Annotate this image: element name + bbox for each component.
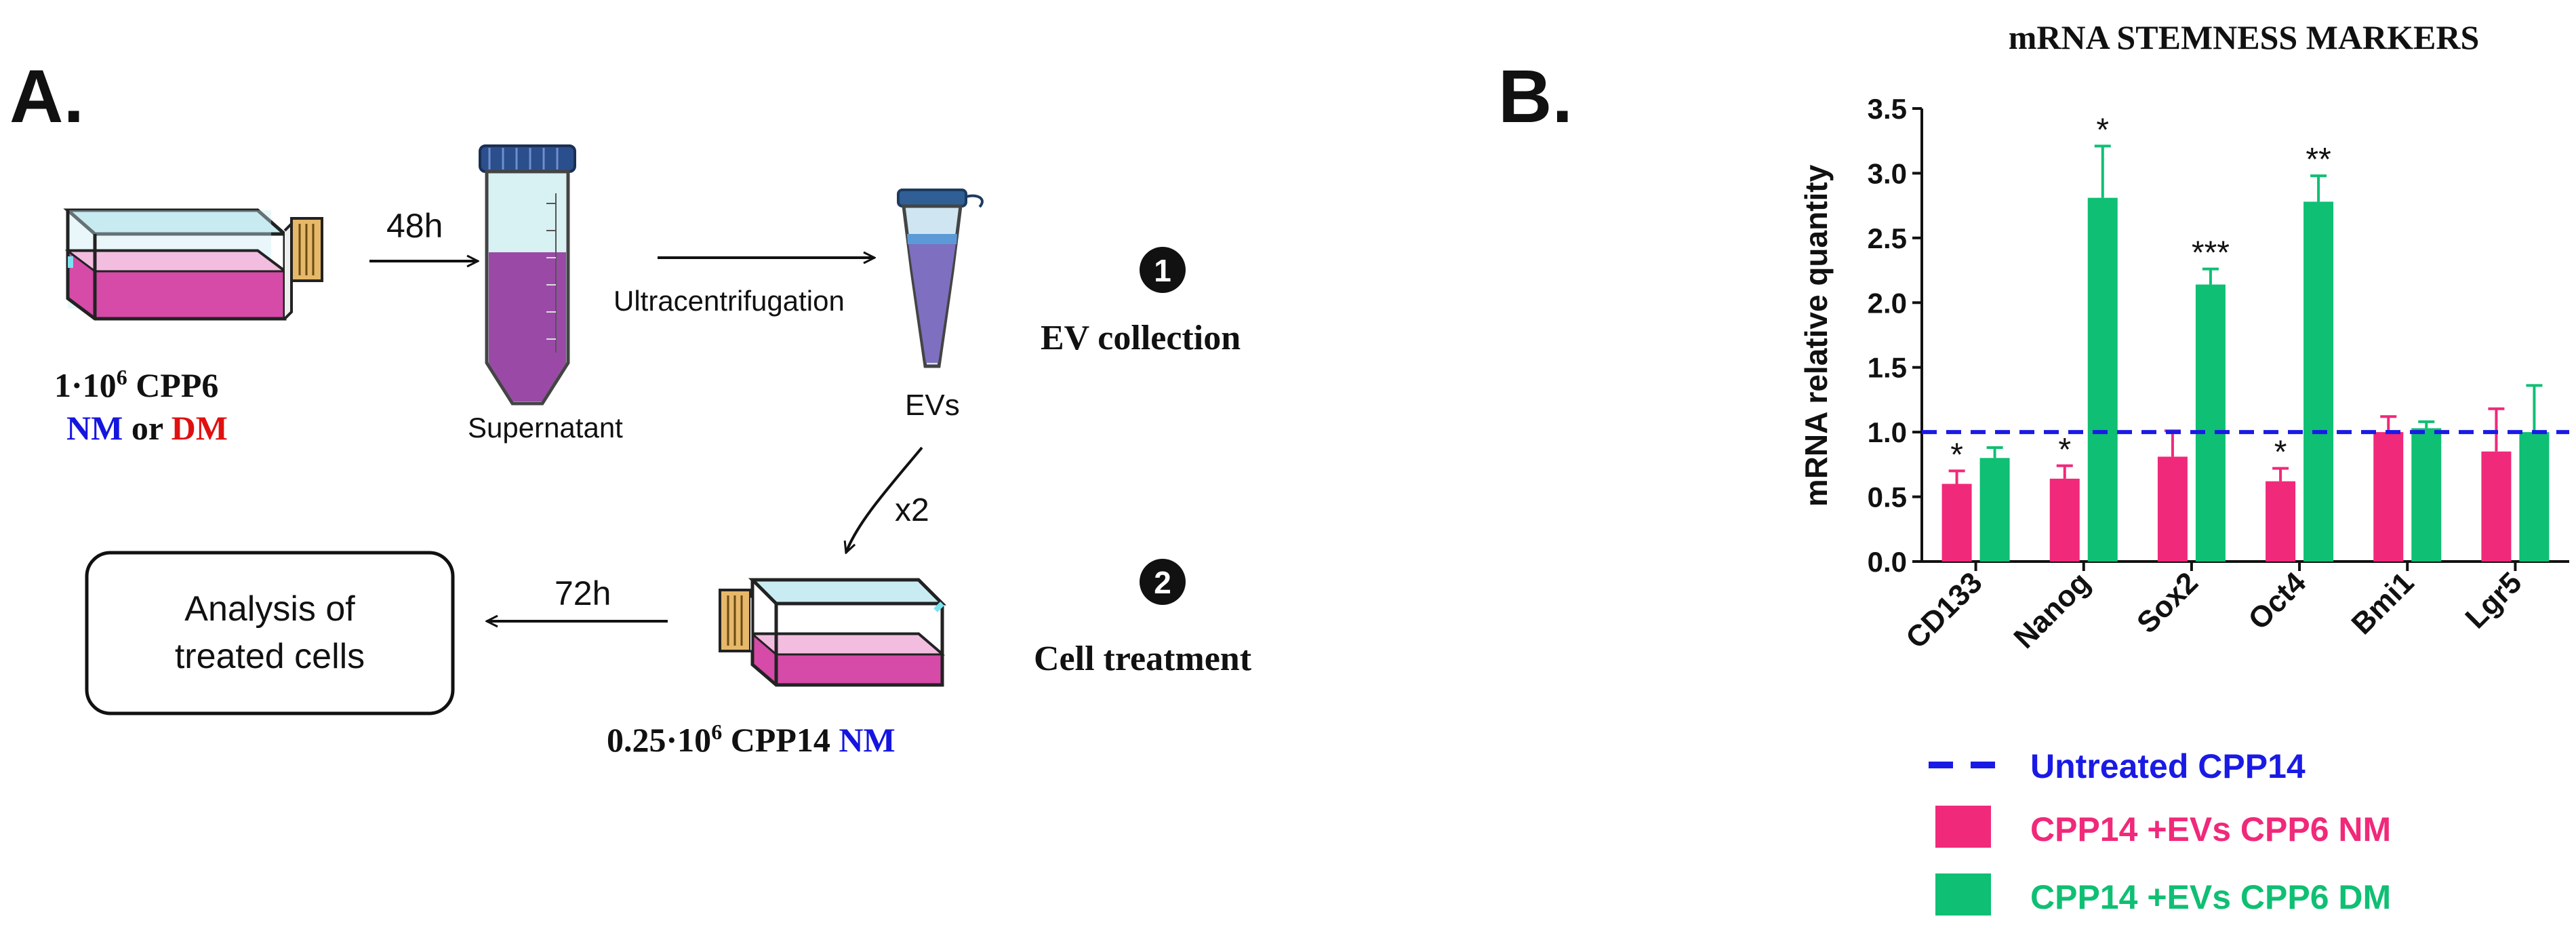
significance-marker: ***	[2192, 235, 2230, 271]
eppendorf-tube-icon	[897, 189, 984, 368]
x-tick-label: Oct4	[2242, 566, 2312, 636]
arrow-48h-label: 48h	[386, 207, 443, 245]
legend-nm-swatch	[1935, 806, 1991, 848]
source-flask-icon	[63, 208, 323, 321]
panel-a: A. 1·106 CPP6 NM or DM 48h	[9, 55, 1252, 759]
x2-label: x2	[895, 492, 929, 528]
source-cells-label-line2: NM or DM	[66, 409, 228, 447]
evs-label: EVs	[905, 389, 960, 422]
y-tick-label: 3.0	[1868, 157, 1907, 189]
y-tick-label: 0.0	[1868, 546, 1907, 578]
bar-nm	[2049, 478, 2080, 562]
panel-a-label: A.	[9, 55, 84, 138]
significance-marker: *	[2058, 432, 2071, 468]
x-tick-label: Sox2	[2131, 566, 2205, 640]
bar-nm	[2157, 456, 2188, 562]
target-cells-label: 0.25·106 CPP14 NM	[607, 720, 895, 759]
bar-chart: 0.00.51.01.52.02.53.03.5*CD133**Nanog***…	[1868, 93, 2569, 655]
step-2-badge	[1140, 559, 1186, 605]
significance-marker: *	[2274, 435, 2287, 471]
step-1-label: EV collection	[1041, 319, 1241, 357]
legend-untreated: Untreated CPP14	[2030, 747, 2306, 785]
bar-dm	[2411, 428, 2442, 562]
significance-marker: **	[2306, 142, 2331, 178]
step-1-badge	[1140, 247, 1186, 293]
arrow-x2	[846, 446, 923, 553]
y-tick-label: 1.0	[1868, 416, 1907, 448]
analysis-box-line2: treated cells	[175, 637, 365, 676]
bar-dm	[2195, 284, 2226, 562]
bar-nm	[2481, 451, 2512, 562]
target-flask-icon	[719, 578, 947, 687]
bar-nm	[1941, 484, 1972, 562]
ultracentrifugation-label: Ultracentrifugation	[613, 285, 845, 317]
step-1-number: 1	[1154, 253, 1171, 288]
y-tick-label: 0.5	[1868, 481, 1907, 513]
step-2-number: 2	[1154, 565, 1171, 600]
y-axis-label: mRNA relative quantity	[1798, 164, 1834, 507]
legend: Untreated CPP14 CPP14 +EVs CPP6 NM CPP14…	[1929, 747, 2391, 916]
y-tick-label: 2.0	[1868, 287, 1907, 319]
step-2-label: Cell treatment	[1034, 640, 1252, 678]
panel-b: B. mRNA STEMNESS MARKERS mRNA relative q…	[1498, 18, 2569, 916]
bar-dm	[1979, 458, 2010, 562]
panel-b-label: B.	[1498, 55, 1573, 138]
legend-dm: CPP14 +EVs CPP6 DM	[2030, 878, 2391, 916]
x-tick-label: CD133	[1899, 566, 1988, 654]
y-tick-label: 1.5	[1868, 352, 1907, 384]
analysis-box-line1: Analysis of	[184, 589, 355, 629]
y-tick-label: 3.5	[1868, 93, 1907, 125]
analysis-box	[85, 551, 455, 715]
source-cells-label-line1: 1·106 CPP6	[54, 365, 218, 404]
x-tick-label: Bmi1	[2346, 566, 2421, 641]
y-tick-label: 2.5	[1868, 222, 1907, 254]
chart-title: mRNA STEMNESS MARKERS	[2009, 18, 2480, 56]
x-tick-label: Nanog	[2007, 566, 2096, 654]
falcon-tube-icon	[479, 144, 576, 406]
bar-nm	[2266, 481, 2296, 562]
supernatant-label: Supernatant	[468, 412, 623, 444]
x-tick-label: Lgr5	[2459, 566, 2528, 635]
bar-dm	[2519, 432, 2550, 562]
bar-dm	[2303, 201, 2334, 562]
legend-dm-swatch	[1935, 873, 1991, 916]
legend-nm: CPP14 +EVs CPP6 NM	[2030, 810, 2391, 848]
arrow-72h-label: 72h	[555, 574, 611, 612]
significance-marker: *	[1950, 437, 1963, 473]
bar-nm	[2373, 432, 2404, 562]
bar-dm	[2087, 197, 2118, 562]
significance-marker: *	[2096, 112, 2109, 148]
